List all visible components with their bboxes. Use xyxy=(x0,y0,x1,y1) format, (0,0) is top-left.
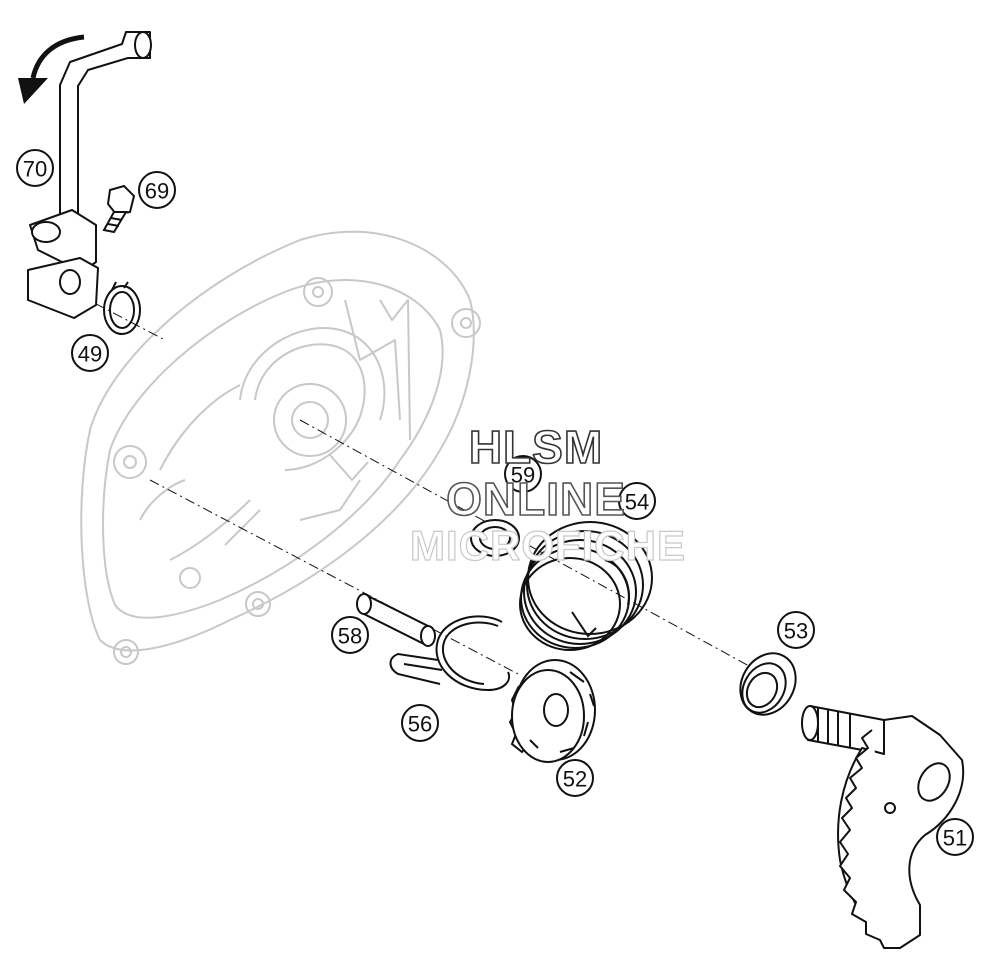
callout-52: 52 xyxy=(556,759,594,797)
callout-label: 70 xyxy=(23,157,47,182)
rotation-arrow-icon xyxy=(18,34,85,104)
pin xyxy=(356,593,436,647)
callout-49: 49 xyxy=(71,334,109,372)
ratchet-gear xyxy=(508,659,596,763)
callout-label: 53 xyxy=(784,619,808,644)
kick-starter-shaft-segment xyxy=(801,705,965,949)
callout-label: 54 xyxy=(625,490,649,515)
callout-label: 59 xyxy=(511,463,535,488)
shaft-seal xyxy=(739,652,797,716)
torsion-spring xyxy=(519,521,653,651)
callout-label: 58 xyxy=(338,624,362,649)
callout-58: 58 xyxy=(331,616,369,654)
center-lines xyxy=(59,284,761,676)
callout-label: 49 xyxy=(78,342,102,367)
callout-label: 56 xyxy=(408,712,432,737)
spring-clip xyxy=(389,615,510,692)
callout-label: 51 xyxy=(943,826,967,851)
circlip xyxy=(103,281,141,335)
callout-70: 70 xyxy=(16,149,54,187)
callout-label: 52 xyxy=(563,767,587,792)
callout-69: 69 xyxy=(138,171,176,209)
callout-59: 59 xyxy=(504,455,542,493)
screw xyxy=(102,184,136,234)
callout-56: 56 xyxy=(401,704,439,742)
engine-cover-ghost xyxy=(80,230,481,665)
callout-51: 51 xyxy=(936,818,974,856)
callout-label: 69 xyxy=(145,179,169,204)
callout-53: 53 xyxy=(777,611,815,649)
washer xyxy=(470,519,520,557)
kick-starter-lever xyxy=(27,31,152,319)
callout-54: 54 xyxy=(618,482,656,520)
